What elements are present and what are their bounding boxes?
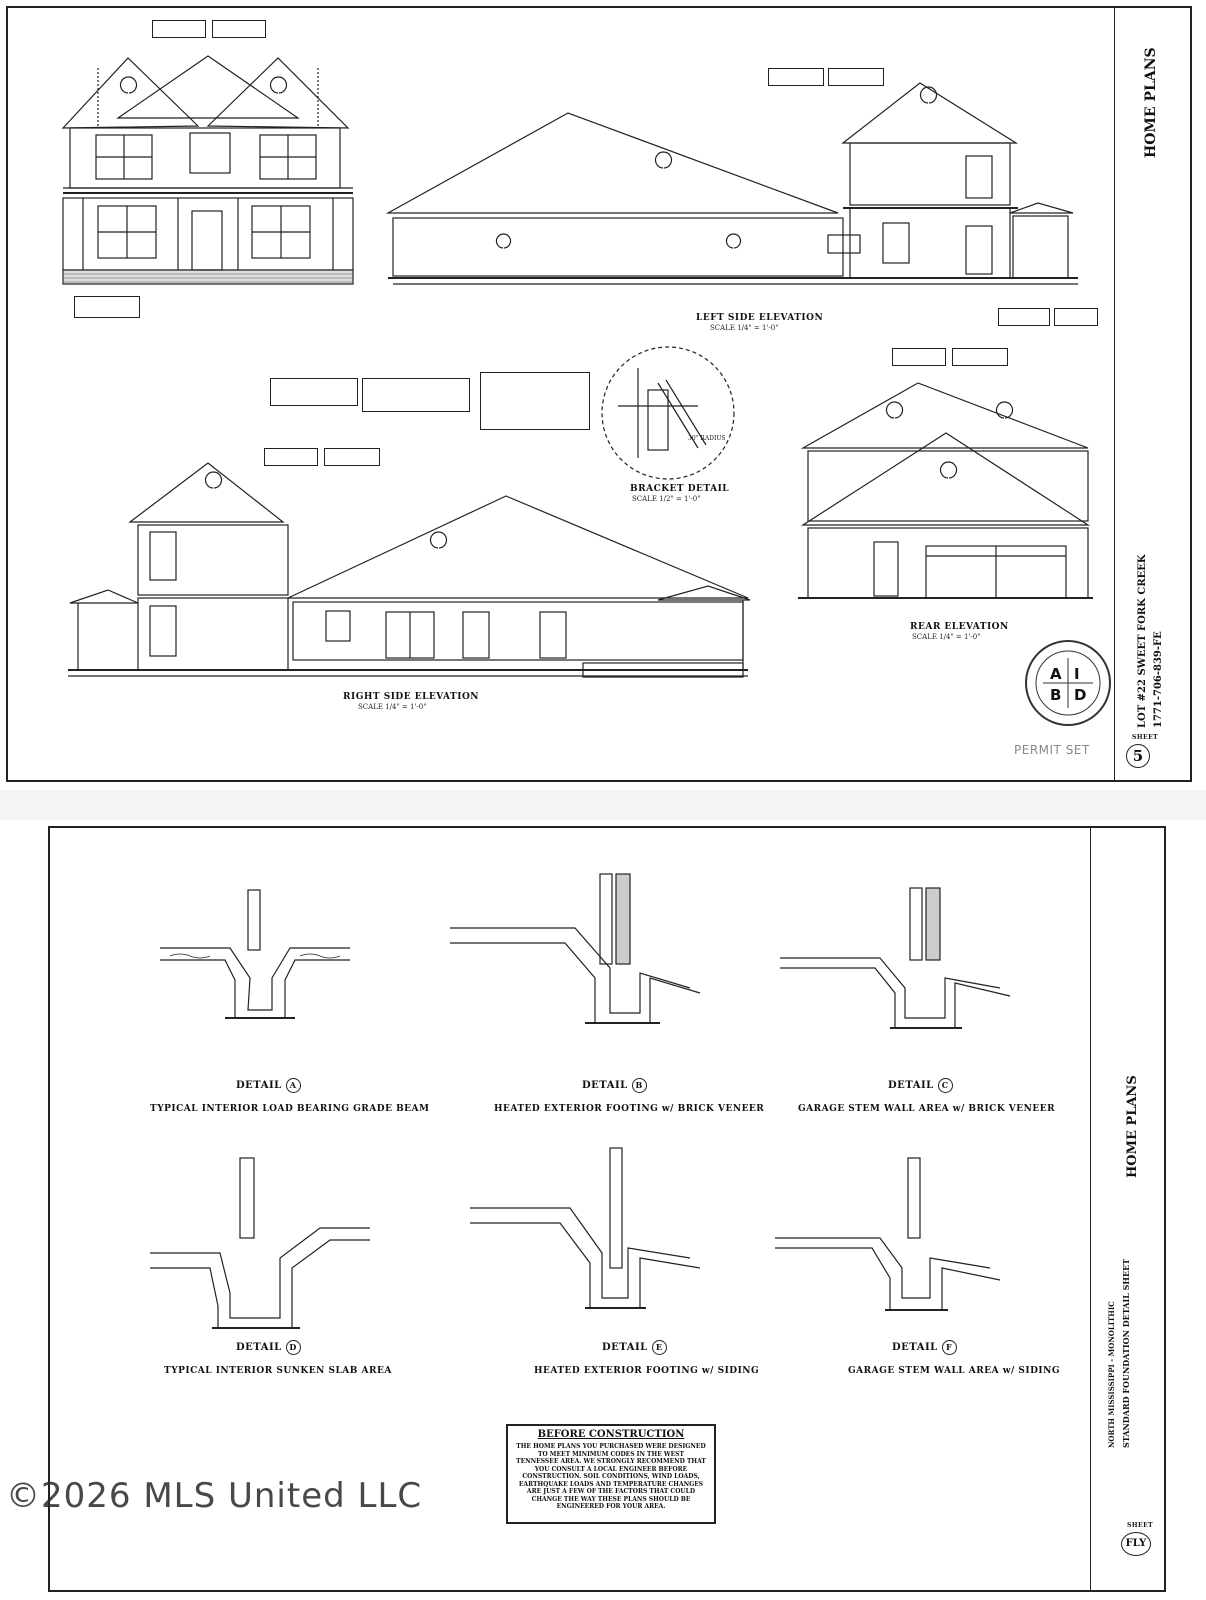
detail-a-title: TYPICAL INTERIOR LOAD BEARING GRADE BEAM <box>150 1104 430 1114</box>
lot-name: LOT #22 SWEET FORK CREEK <box>1137 554 1148 728</box>
detail-e-drawing <box>470 1147 701 1309</box>
detail-b-label: DETAIL B <box>582 1078 647 1093</box>
right-side-elevation-scale: SCALE 1/4" = 1'-0" <box>358 703 427 711</box>
title-block: HOME PLANS LOT #22 SWEET FORK CREEK 1771… <box>1114 8 1192 780</box>
detail-d-drawing <box>150 1157 370 1329</box>
note-box <box>892 348 946 366</box>
bracket-detail-title: BRACKET DETAIL <box>630 484 730 494</box>
left-side-elevation-title: LEFT SIDE ELEVATION <box>696 313 824 323</box>
left-side-elevation-scale: SCALE 1/4" = 1'-0" <box>710 324 779 332</box>
mls-watermark: ©2026 MLS United LLC <box>6 1476 423 1516</box>
note-box <box>828 68 884 86</box>
detail-e-label: DETAIL E <box>602 1340 667 1355</box>
detail-a-drawing <box>160 889 350 1019</box>
elevations-drawing <box>61 55 1111 726</box>
foundation-details-drawing <box>150 873 1011 1329</box>
before-construction-text: THE HOME PLANS YOU PURCHASED WERE DESIGN… <box>516 1443 706 1510</box>
note-box <box>480 372 590 430</box>
rear-elevation-scale: SCALE 1/4" = 1'-0" <box>912 633 981 641</box>
detail-c-drawing <box>780 887 1011 1029</box>
detail-b-title: HEATED EXTERIOR FOOTING w/ BRICK VENEER <box>494 1104 765 1114</box>
note-box <box>152 20 206 38</box>
company-name: HOME PLANS <box>1143 47 1159 158</box>
sheet-number: FLY <box>1121 1532 1151 1556</box>
bracket-detail <box>601 346 735 480</box>
sheet-label: SHEET <box>1132 734 1159 741</box>
note-box <box>952 348 1008 366</box>
bracket-detail-scale: SCALE 1/2" = 1'-0" <box>632 495 701 503</box>
sheet-label: SHEET <box>1127 1522 1154 1529</box>
detail-c-title: GARAGE STEM WALL AREA w/ BRICK VENEER <box>798 1104 1056 1114</box>
stamp-letter-d: D <box>1074 686 1087 704</box>
sheet-name: STANDARD FOUNDATION DETAIL SHEET <box>1121 1258 1131 1448</box>
detail-f-label: DETAIL F <box>892 1340 957 1355</box>
elevations-sheet: LEFT SIDE ELEVATION SCALE 1/4" = 1'-0" B… <box>6 6 1192 782</box>
detail-c-label: DETAIL C <box>888 1078 953 1093</box>
note-box <box>264 448 318 466</box>
note-box <box>212 20 266 38</box>
stamp-letter-b: B <box>1050 686 1062 704</box>
detail-d-title: TYPICAL INTERIOR SUNKEN SLAB AREA <box>164 1366 392 1376</box>
permit-set-label: PERMIT SET <box>1014 743 1090 757</box>
region-name: NORTH MISSISSIPPI - MONOLITHIC <box>1107 1301 1116 1448</box>
detail-f-drawing <box>775 1157 1001 1311</box>
note-box <box>1054 308 1098 326</box>
note-box <box>362 378 470 412</box>
rear-elevation-title: REAR ELEVATION <box>910 622 1009 632</box>
before-construction-title: BEFORE CONSTRUCTION <box>537 1429 685 1440</box>
left-side-elevation <box>385 82 1078 285</box>
detail-f-title: GARAGE STEM WALL AREA w/ SIDING <box>848 1366 1061 1376</box>
right-side-elevation <box>68 462 751 678</box>
plan-number: 1771-706-839-FE <box>1153 631 1164 728</box>
sheet-number: 5 <box>1126 744 1150 768</box>
front-elevation <box>61 55 354 285</box>
detail-e-title: HEATED EXTERIOR FOOTING w/ SIDING <box>534 1366 760 1376</box>
stamp-letter-i: I <box>1074 665 1081 683</box>
detail-a-label: DETAIL A <box>236 1078 301 1093</box>
note-box <box>768 68 824 86</box>
detail-b-drawing <box>450 873 701 1024</box>
note-box <box>74 296 140 318</box>
aibd-stamp <box>1025 640 1111 726</box>
detail-d-label: DETAIL D <box>236 1340 301 1355</box>
note-box <box>998 308 1050 326</box>
company-name: HOME PLANS <box>1125 1075 1140 1178</box>
rear-elevation <box>798 382 1093 599</box>
before-construction-note: BEFORE CONSTRUCTION THE HOME PLANS YOU P… <box>506 1424 716 1524</box>
stamp-letter-a: A <box>1050 665 1063 683</box>
right-side-elevation-title: RIGHT SIDE ELEVATION <box>343 692 480 702</box>
page-separator <box>0 790 1206 820</box>
title-block: HOME PLANS STANDARD FOUNDATION DETAIL SH… <box>1090 828 1166 1590</box>
note-box <box>324 448 380 466</box>
note-box <box>270 378 358 406</box>
bracket-radius-label: 30" RADIUS <box>688 435 726 442</box>
